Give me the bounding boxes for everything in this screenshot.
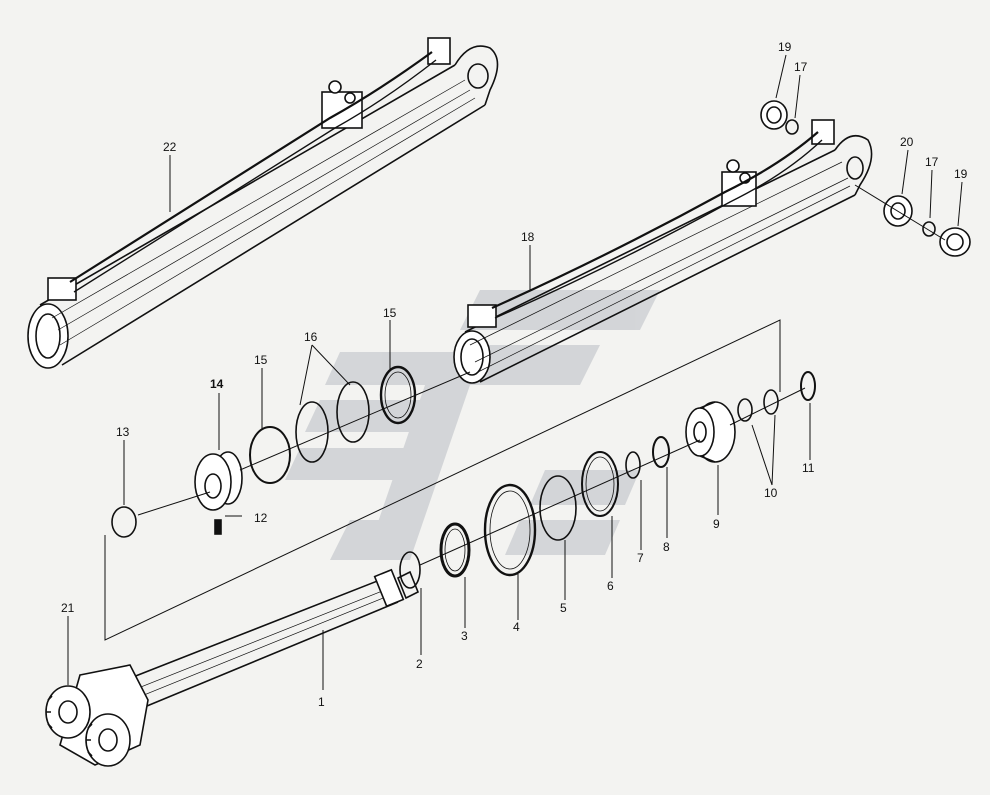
seal-rings [111,365,816,589]
callout-21: 21 [61,601,75,615]
leader-lines [67,54,963,690]
callout-10: 10 [764,486,778,500]
callout-12: 12 [254,511,268,525]
callout-19-top: 19 [778,40,792,54]
callout-8: 8 [663,540,670,554]
gland-14 [194,451,243,535]
callout-7: 7 [637,551,644,565]
rod-eye-21 [45,664,149,767]
cylinder-barrel-18 [453,119,873,384]
piston-rod-1 [99,568,420,719]
callout-17-top: 17 [794,60,808,74]
callout-15-right: 15 [383,306,397,320]
callout-1: 1 [318,695,325,709]
callout-18: 18 [521,230,535,244]
callout-6: 6 [607,579,614,593]
callout-3: 3 [461,629,468,643]
callout-22: 22 [163,140,177,154]
callout-11: 11 [802,461,815,475]
bushings [760,100,971,257]
callout-labels: 1 2 3 4 5 6 7 8 9 10 11 12 13 14 15 16 1… [61,40,968,709]
callout-4: 4 [513,620,520,634]
callout-13: 13 [116,425,130,439]
callout-2: 2 [416,657,423,671]
callout-15-left: 15 [254,353,268,367]
piston-9 [685,401,736,463]
callout-19-right: 19 [954,167,968,181]
cylinder-barrel-22 [27,37,499,369]
axis-lines [104,184,946,641]
callout-5: 5 [560,601,567,615]
callout-9: 9 [713,517,720,531]
callout-20: 20 [900,135,914,149]
callout-17-right: 17 [925,155,939,169]
callout-14: 14 [210,377,224,391]
callout-16: 16 [304,330,318,344]
